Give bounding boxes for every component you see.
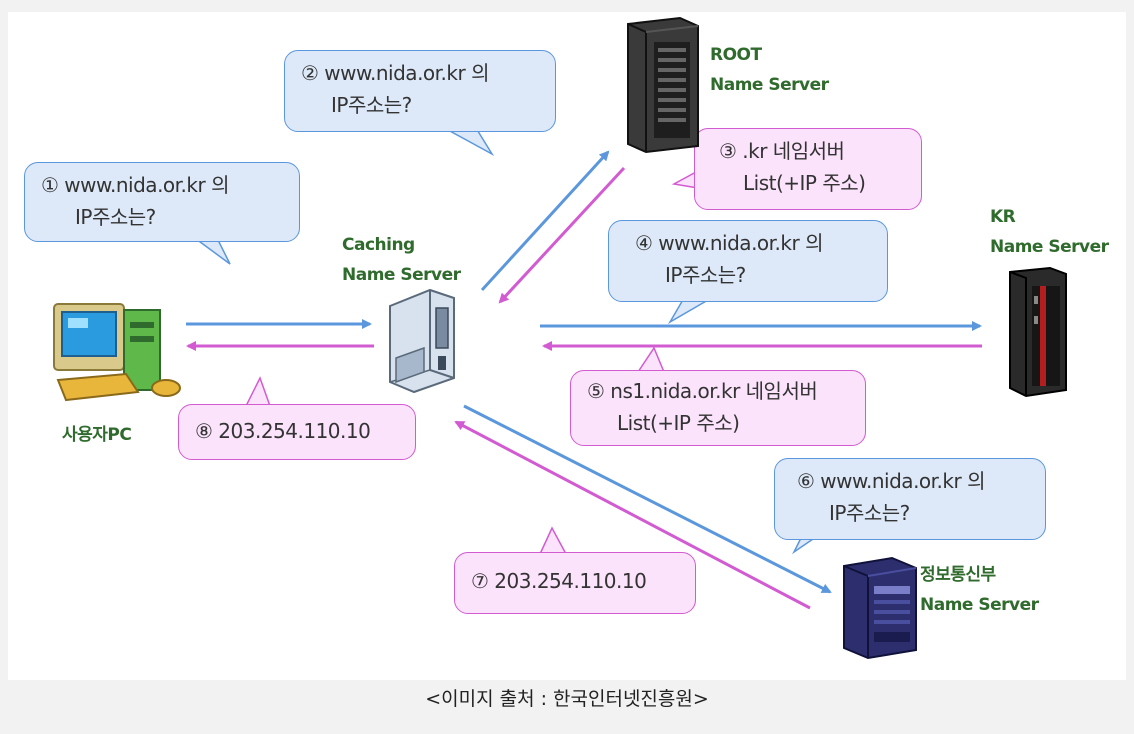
label-line: Name Server (920, 595, 1039, 615)
label-line: 사용자PC (62, 425, 132, 445)
bubble-tail (671, 171, 699, 189)
pc-label: 사용자PC (62, 420, 132, 450)
bubble-text-line: ⑥ www.nida.or.kr 의 (797, 469, 985, 493)
label-line: Name Server (342, 265, 461, 285)
bubble-text-line: IP주소는? (331, 93, 412, 117)
bubble-text-line: IP주소는? (665, 263, 746, 287)
bubble-text-line: List(+IP 주소) (743, 171, 866, 195)
image-caption: <이미지 출처 : 한국인터넷진흥원> (425, 688, 709, 710)
root-server-label: ROOT Name Server (710, 40, 829, 100)
caching-server-icon (389, 288, 455, 394)
bubble-tail (637, 346, 665, 373)
kr-server-icon (1009, 266, 1067, 398)
gov-server-icon (843, 556, 917, 660)
label-line: Name Server (710, 75, 829, 95)
label-line: Name Server (990, 237, 1109, 257)
bubble-tail (245, 376, 271, 407)
pc-icon (53, 303, 181, 402)
bubble-text-line: ② www.nida.or.kr 의 (301, 61, 489, 85)
bubble-text-line: ⑧ 203.254.110.10 (195, 419, 371, 443)
bubble-text-line: List(+IP 주소) (617, 411, 740, 435)
label-line: 정보통신부 (920, 565, 996, 585)
bubble-text-line: ① www.nida.or.kr 의 (41, 173, 229, 197)
bubble-step1-query: ① www.nida.or.kr 의 IP주소는? (24, 162, 300, 242)
bubble-step8-response: ⑧ 203.254.110.10 (178, 404, 416, 460)
bubble-step2-query: ② www.nida.or.kr 의 IP주소는? (284, 50, 556, 132)
arrow-caching-to-gov (463, 404, 832, 594)
bubble-tail (539, 526, 567, 555)
kr-server-label: KR Name Server (990, 202, 1109, 262)
dns-diagram: ① www.nida.or.kr 의 IP주소는? ② www.nida.or.… (8, 12, 1126, 680)
caching-server-label: Caching Name Server (342, 230, 461, 290)
label-line: ROOT (710, 45, 762, 65)
root-server-icon (627, 16, 699, 154)
bubble-step7-response: ⑦ 203.254.110.10 (454, 552, 696, 614)
label-line: Caching (342, 235, 415, 255)
bubble-text-line: IP주소는? (75, 205, 156, 229)
bubble-tail (447, 127, 495, 157)
arrow-gov-to-caching (454, 420, 811, 610)
bubble-text-line: ⑦ 203.254.110.10 (471, 569, 647, 593)
bubble-step6-query: ⑥ www.nida.or.kr 의 IP주소는? (774, 458, 1046, 540)
bubble-step5-response: ⑤ ns1.nida.or.kr 네임서버 List(+IP 주소) (570, 370, 866, 446)
bubble-step4-query: ④ www.nida.or.kr 의 IP주소는? (608, 220, 888, 302)
bubble-text-line: ③ .kr 네임서버 (719, 139, 845, 163)
bubble-text-line: ④ www.nida.or.kr 의 (635, 231, 823, 255)
bubble-text-line: ⑤ ns1.nida.or.kr 네임서버 (587, 379, 818, 403)
arrows (186, 127, 982, 610)
bubble-step3-response: ③ .kr 네임서버 List(+IP 주소) (694, 128, 922, 210)
arrow-caching-to-root (480, 150, 610, 292)
label-line: KR (990, 207, 1016, 227)
gov-server-label: 정보통신부 Name Server (920, 560, 1039, 620)
bubble-text-line: IP주소는? (829, 501, 910, 525)
arrow-root-to-caching (498, 166, 626, 304)
bubble-tail (667, 297, 709, 325)
